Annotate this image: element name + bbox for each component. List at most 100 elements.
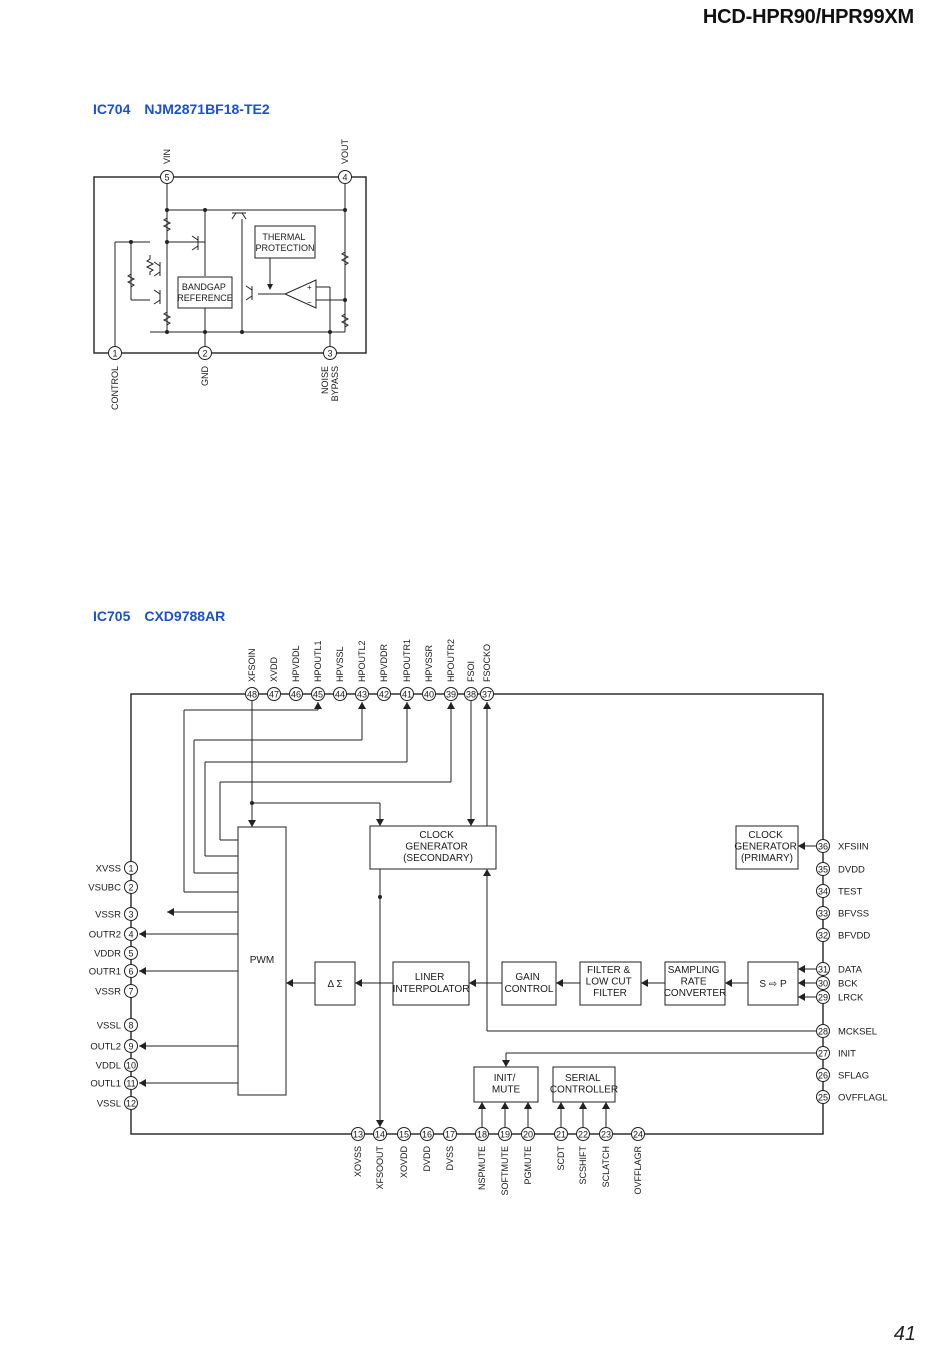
svg-text:10: 10 <box>126 1060 136 1070</box>
ic704-thermal-protection-label: THERMAL PROTECTION <box>255 232 314 253</box>
svg-text:46: 46 <box>291 689 301 699</box>
pin-33-bfvss: 33 <box>816 906 830 920</box>
svg-text:16: 16 <box>422 1129 432 1139</box>
ic705-init-mute-label: INIT/ MUTE <box>492 1073 521 1096</box>
pin-5-vin: 5 <box>160 170 174 184</box>
svg-text:43: 43 <box>357 689 367 699</box>
pin-26-sflag: 26 <box>816 1068 830 1082</box>
svg-text:SCDT: SCDT <box>556 1145 566 1170</box>
svg-text:39: 39 <box>446 689 456 699</box>
ic705-liner-interpolator-label: LINER INTERPOLATOR <box>393 972 470 995</box>
pin-28-mcksel: 28 <box>816 1024 830 1038</box>
ic705-gain-control-label: GAIN CONTROL <box>505 972 554 995</box>
svg-text:DVDD: DVDD <box>422 1146 432 1172</box>
ic705-sampling-rate-converter-block <box>664 961 726 1006</box>
svg-text:26: 26 <box>818 1070 828 1080</box>
svg-text:HPVSSR: HPVSSR <box>424 644 434 682</box>
svg-text:25: 25 <box>818 1092 828 1102</box>
ic705-pin-label-40: HPVSSR <box>424 644 434 682</box>
pin-15-xovdd: 15 <box>397 1127 411 1141</box>
ic705-ref: IC705 <box>93 608 131 624</box>
svg-text:22: 22 <box>578 1129 588 1139</box>
pin-8-vssl: 8 <box>124 1018 138 1032</box>
ic705-clock-generator-secondary-block <box>369 825 497 870</box>
ic705-pin-label-36: XFSIIN <box>838 841 869 852</box>
svg-text:23: 23 <box>601 1129 611 1139</box>
pin-48-xfsoin: 48 <box>245 687 259 701</box>
svg-text:34: 34 <box>818 886 828 896</box>
pin-23-sclatch: 23 <box>599 1127 613 1141</box>
ic705-pin-label-30: BCK <box>838 978 858 989</box>
ic705-part: CXD9788AR <box>144 608 226 624</box>
ic705-pin-label-32: BFVDD <box>838 930 870 941</box>
svg-text:44: 44 <box>335 689 345 699</box>
ic705-pin-label-25: OVFFLAGL <box>838 1092 888 1103</box>
ic705-pin-label-47: XVDD <box>269 656 279 682</box>
pin-18-nspmute: 18 <box>475 1127 489 1141</box>
svg-text:HPVDDR: HPVDDR <box>379 643 389 682</box>
svg-text:4: 4 <box>342 172 347 182</box>
svg-text:6: 6 <box>128 966 133 976</box>
pin-3-vssr: 3 <box>124 907 138 921</box>
svg-text:8: 8 <box>128 1020 133 1030</box>
pin-24-ovfflagr: 24 <box>631 1127 645 1141</box>
svg-text:7: 7 <box>128 986 133 996</box>
svg-text:15: 15 <box>399 1129 409 1139</box>
svg-text:FSOI: FSOI <box>466 661 476 682</box>
pin-31-data: 31 <box>816 962 830 976</box>
pin-17-dvss: 17 <box>443 1127 457 1141</box>
ic705-pin-label-21: SCDT <box>556 1145 566 1170</box>
svg-text:SOFTMUTE: SOFTMUTE <box>500 1146 510 1196</box>
ic705-pin-label-44: HPVSSL <box>335 646 345 682</box>
ic705-pin-label-6: OUTR1 <box>89 966 121 977</box>
svg-text:XFSOOUT: XFSOOUT <box>375 1146 385 1190</box>
pin-14-xfsoout: 14 <box>373 1127 387 1141</box>
pin-2-gnd: 2 <box>198 346 212 360</box>
page-header-model: HCD-HPR90/HPR99XM <box>702 6 914 28</box>
svg-text:21: 21 <box>556 1129 566 1139</box>
ic704-bandgap-reference-label: BANDGAP REFERENCE <box>177 282 233 303</box>
ic704-part: NJM2871BF18-TE2 <box>144 101 270 117</box>
svg-text:13: 13 <box>353 1129 363 1139</box>
ic705-gain-control-block <box>501 961 557 1006</box>
pin-13-xovss: 13 <box>351 1127 365 1141</box>
svg-text:28: 28 <box>818 1026 828 1036</box>
ic705-pin-label-33: BFVSS <box>838 908 869 919</box>
pin-9-outl2: 9 <box>124 1039 138 1053</box>
svg-text:37: 37 <box>482 689 492 699</box>
ic704-pin-label-3: NOISEBYPASS <box>320 366 340 401</box>
ic704-package-outline <box>93 176 367 354</box>
svg-text:29: 29 <box>818 992 828 1002</box>
pin-3-noise-bypass: 3 <box>323 346 337 360</box>
pin-32-bfvdd: 32 <box>816 928 830 942</box>
pin-19-softmute: 19 <box>498 1127 512 1141</box>
pin-1-control: 1 <box>108 346 122 360</box>
pin-38-fsoi: 38 <box>464 687 478 701</box>
svg-text:18: 18 <box>477 1129 487 1139</box>
pin-40-hpvssr: 40 <box>422 687 436 701</box>
pin-4-outr2: 4 <box>124 927 138 941</box>
ic705-pin-label-28: MCKSEL <box>838 1026 877 1037</box>
ic705-pin-label-15: XOVDD <box>399 1146 409 1179</box>
ic704-block-diagram: THERMAL PROTECTION BANDGAP REFERENCE + −… <box>93 138 367 410</box>
ic704-pin-label-1: CONTROL <box>110 366 120 410</box>
svg-text:HPOUTL1: HPOUTL1 <box>313 640 323 682</box>
pin-30-bck: 30 <box>816 976 830 990</box>
svg-text:GND: GND <box>200 366 210 387</box>
svg-text:11: 11 <box>126 1078 135 1088</box>
pin-41-hpoutr1: 41 <box>400 687 414 701</box>
ic705-delta-sigma-label: Δ Σ <box>327 979 342 990</box>
svg-text:12: 12 <box>126 1098 136 1108</box>
ic705-pin-label-43: HPOUTL2 <box>357 640 367 682</box>
svg-text:XVDD: XVDD <box>269 656 279 682</box>
pin-35-dvdd: 35 <box>816 862 830 876</box>
svg-text:30: 30 <box>818 978 828 988</box>
pin-27-init: 27 <box>816 1046 830 1060</box>
ic705-pin-label-5: VDDR <box>94 948 121 959</box>
ic705-pin-label-13: XOVSS <box>353 1146 363 1177</box>
svg-text:38: 38 <box>466 689 476 699</box>
svg-text:2: 2 <box>128 882 133 892</box>
ic705-pin-label-31: DATA <box>838 964 863 975</box>
ic705-block-diagram: PWM Δ Σ LINER INTERPOLATOR GAIN CONTROL … <box>88 639 887 1196</box>
ic705-pin-label-24: OVFFLAGR <box>633 1146 643 1195</box>
